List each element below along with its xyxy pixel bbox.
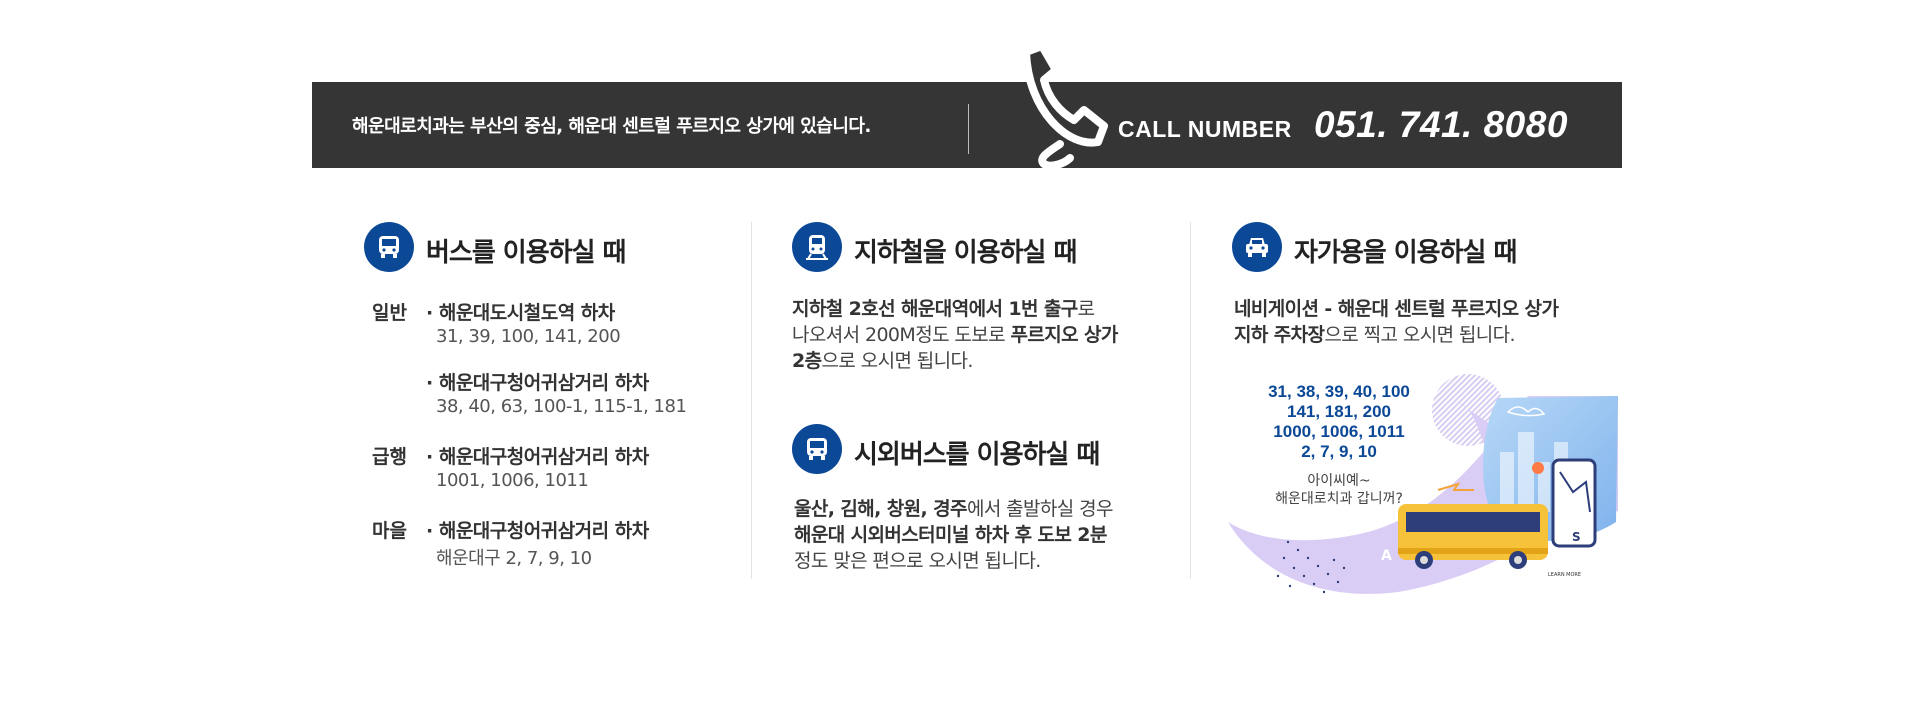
bus-category: 급행 [372,446,407,468]
bus-icon [364,222,414,272]
bus-section-header: 버스를 이용하실 때 [364,222,744,276]
learn-more-text: LEARN MORE [1548,572,1582,578]
bus-illustration: 31, 38, 39, 40, 100 141, 181, 200 1000, … [1228,372,1618,612]
illustration-number-line: 1000, 1006, 1011 [1273,422,1405,441]
subway-text: 나오셔서 200M정도 도보로 [792,324,1011,346]
bus-numbers: 38, 40, 63, 100-1, 115-1, 181 [436,396,687,417]
intercity-section-title: 시외버스를 이용하실 때 [854,440,1100,470]
bus-stop: · 해운대도시철도역 하차 [426,302,615,324]
contact-banner: 해운대로치과는 부산의 중심, 해운대 센트럴 푸르지오 상가에 있습니다. C… [312,42,1622,170]
subway-section-title: 지하철을 이용하실 때 [854,238,1077,268]
subway-text: 으로 오시면 됩니다. [821,350,974,372]
subway-text-bold: 지하철 2호선 해운대역에서 1번 출구 [792,298,1078,320]
bus-stop: · 해운대구청어귀삼거리 하차 [426,520,649,542]
bus-stop: · 해운대구청어귀삼거리 하차 [426,446,649,468]
subway-text-bold: 푸르지오 상가 [1010,324,1119,346]
bus-numbers: 해운대구 2, 7, 9, 10 [436,548,592,569]
intercity-directions: 울산, 김해, 창원, 경주에서 출발하실 경우 해운대 시외버스터미널 하차 … [794,496,1113,574]
intercity-text-bold: 해운대 시외버스터미널 하차 후 도보 2분 [794,524,1107,546]
banner-divider [968,104,969,154]
car-text-bold: 네비게이션 - 해운대 센트럴 푸르지오 상가 [1234,298,1559,320]
bus-category: 일반 [372,302,407,324]
banner-text: 해운대로치과는 부산의 중심, 해운대 센트럴 푸르지오 상가에 있습니다. [352,116,871,137]
intercity-text-bold: 울산, 김해, 창원, 경주 [794,498,968,520]
map-marker-letter: A [1381,548,1392,564]
car-text-bold: 지하 주차장 [1234,324,1325,346]
bus-icon [792,424,842,474]
bus-category: 마을 [372,520,407,542]
subway-text-bold: 2층 [792,350,822,372]
subway-icon [792,222,842,272]
illustration-number-line: 2, 7, 9, 10 [1301,442,1377,461]
bus-section: 버스를 이용하실 때 일반 · 해운대도시철도역 하차 31, 39, 100,… [364,222,744,582]
car-icon [1232,222,1282,272]
illustration-bus-numbers: 31, 38, 39, 40, 100 141, 181, 200 1000, … [1244,382,1434,462]
illustration-number-line: 31, 38, 39, 40, 100 [1268,382,1410,401]
car-section: 자가용을 이용하실 때 네비게이션 - 해운대 센트럴 푸르지오 상가 지하 주… [1232,222,1622,582]
city-bus-graphic [1228,374,1618,594]
phone-icon [1022,42,1108,170]
bus-section-title: 버스를 이용하실 때 [426,238,626,268]
bus-numbers: 31, 39, 100, 141, 200 [436,326,621,347]
car-text: 으로 찍고 오시면 됩니다. [1324,324,1515,346]
bus-stop: · 해운대구청어귀삼거리 하차 [426,372,649,394]
subway-section-header: 지하철을 이용하실 때 [792,222,1172,276]
bus-numbers: 1001, 1006, 1011 [436,470,589,491]
intercity-text: 에서 출발하실 경우 [966,498,1114,520]
column-divider [751,222,752,579]
intercity-text: 정도 맞은 편으로 오시면 됩니다. [794,550,1041,572]
subway-text: 로 [1077,298,1095,320]
illustration-caption: 아이씨예~ 해운대로치과 갑니꺼? [1244,472,1434,508]
column-divider [1190,222,1191,579]
intercity-section-header: 시외버스를 이용하실 때 [792,424,1172,478]
car-section-title: 자가용을 이용하실 때 [1294,238,1517,268]
call-number-label: CALL NUMBER [1118,116,1292,142]
phone-screen-letter: S [1572,530,1581,544]
illustration-caption-line: 아이씨예~ [1307,473,1371,489]
illustration-number-line: 141, 181, 200 [1287,402,1391,421]
illustration-caption-line: 해운대로치과 갑니꺼? [1275,491,1403,507]
subway-directions: 지하철 2호선 해운대역에서 1번 출구로 나오셔서 200M정도 도보로 푸르… [792,296,1172,374]
car-directions: 네비게이션 - 해운대 센트럴 푸르지오 상가 지하 주차장으로 찍고 오시면 … [1234,296,1622,348]
subway-section: 지하철을 이용하실 때 지하철 2호선 해운대역에서 1번 출구로 나오셔서 2… [792,222,1172,582]
phone-number[interactable]: 051. 741. 8080 [1314,104,1568,145]
car-section-header: 자가용을 이용하실 때 [1232,222,1622,276]
